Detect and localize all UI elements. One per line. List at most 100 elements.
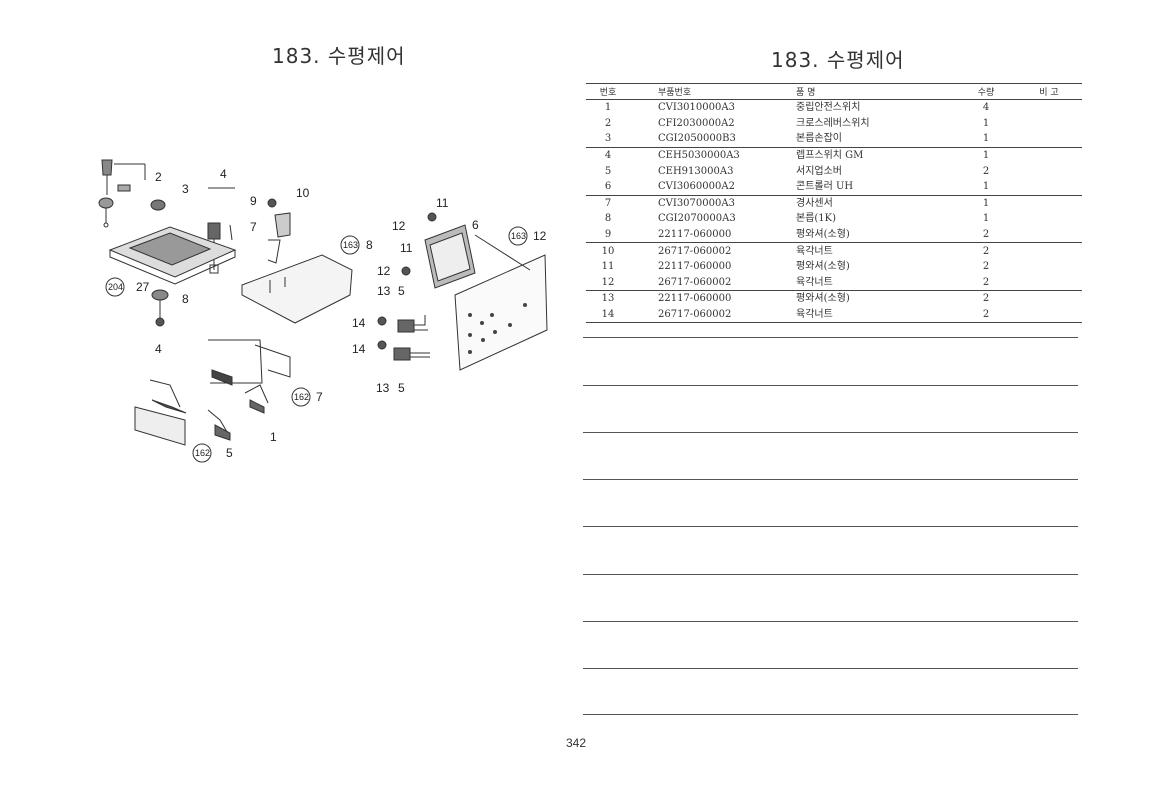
- callout-label: 4: [155, 342, 162, 356]
- header-part-number: 부품번호: [630, 83, 786, 100]
- blank-row-rule: [583, 714, 1078, 715]
- row-part-name: 평와셔(소형): [796, 293, 850, 305]
- row-quantity: 1: [982, 117, 990, 129]
- row-part-number: CEH5030000A3: [658, 150, 740, 162]
- callout-label: 1: [270, 430, 277, 444]
- callout-label: 9: [250, 194, 257, 208]
- callout-label: 11: [436, 196, 449, 210]
- row-part-number: 22117-060000: [658, 261, 732, 273]
- callout-label: 2: [155, 170, 162, 184]
- row-number: 12: [586, 274, 630, 292]
- row-number: 10: [601, 245, 615, 257]
- row-remark: [1016, 211, 1082, 227]
- blank-row-rule: [583, 432, 1078, 433]
- row-part-number: 22117-060000: [630, 226, 786, 244]
- row-part-name: 육각너트: [786, 274, 956, 292]
- row-part-number: CVI3010000A3: [658, 102, 735, 114]
- row-remark: [1016, 259, 1082, 275]
- row-quantity: 1: [982, 197, 990, 209]
- row-part-number: 26717-060002: [658, 245, 732, 257]
- header-quantity: 수량: [956, 83, 1016, 100]
- callout-label: 12: [533, 229, 547, 243]
- row-quantity: 1: [982, 213, 990, 225]
- row-quantity: 4: [982, 102, 990, 114]
- row-part-number: CEH913000A3: [658, 165, 734, 177]
- row-part-name: 중립안전스위치: [796, 102, 861, 114]
- row-part-name: 육각너트: [786, 306, 956, 324]
- row-remark: [1016, 100, 1082, 116]
- callout-label: 5: [398, 284, 405, 298]
- callout-label: 13: [376, 381, 390, 395]
- row-number: 5: [604, 165, 612, 177]
- row-remark: [1016, 163, 1082, 179]
- header-remarks: 비 고: [1016, 83, 1082, 100]
- row-remark: [1016, 147, 1082, 163]
- row-remark: [1016, 243, 1082, 259]
- row-part-name: 본릅손잡이: [786, 131, 956, 148]
- row-number: 14: [586, 306, 630, 324]
- row-quantity: 2: [982, 245, 990, 257]
- right-page-title: 183. 수평제어: [771, 48, 905, 72]
- row-number: 6: [586, 178, 630, 196]
- row-remark: [1016, 116, 1082, 132]
- callout-label: 27: [136, 280, 150, 294]
- row-number: 13: [601, 293, 615, 305]
- row-number: 4: [604, 150, 612, 162]
- page-number: 342: [566, 736, 587, 750]
- callout-label: 4: [220, 167, 227, 181]
- circled-reference: 163: [343, 240, 358, 250]
- callout-label: 5: [226, 446, 233, 460]
- table-row: 11 22117-060000 평와셔(소형) 2: [586, 259, 1082, 275]
- left-page-title: 183. 수평제어: [272, 44, 406, 68]
- row-remark: [1016, 291, 1082, 307]
- table-row: 10 26717-060002 육각너트 2: [586, 243, 1082, 259]
- row-number: 7: [604, 197, 612, 209]
- row-part-number: 26717-060002: [630, 306, 786, 324]
- row-part-name: 평와셔(소형): [796, 261, 850, 273]
- callout-label: 14: [352, 316, 366, 330]
- row-remark: [1016, 226, 1082, 244]
- row-part-name: 렙프스위치 GM: [796, 150, 864, 162]
- callout-label: 10: [296, 186, 310, 200]
- callout-label: 8: [366, 238, 373, 252]
- callout-label: 3: [182, 182, 189, 196]
- row-remark: [1016, 131, 1082, 148]
- blank-row-rule: [583, 621, 1078, 622]
- row-number: 8: [604, 213, 612, 225]
- row-part-name: 크로스레버스위치: [796, 117, 870, 129]
- row-remark: [1016, 195, 1082, 211]
- row-quantity: 2: [956, 226, 1016, 244]
- exploded-parts-diagram: 2 3 4 9 10 7 11 12 6 163 8 163 12 11 12 …: [98, 159, 548, 463]
- blank-row-rule: [583, 668, 1078, 669]
- row-part-name: 육각너트: [796, 245, 833, 257]
- circled-reference: 162: [294, 392, 309, 402]
- row-quantity: 2: [982, 261, 990, 273]
- callout-label: 13: [377, 284, 391, 298]
- row-quantity: 2: [956, 274, 1016, 292]
- row-part-name: 경사센서: [796, 197, 833, 209]
- callout-label: 12: [392, 219, 406, 233]
- circled-reference: 163: [511, 231, 526, 241]
- row-quantity: 1: [982, 150, 990, 162]
- blank-row-rule: [583, 479, 1078, 480]
- table-row: 4 CEH5030000A3 렙프스위치 GM 1: [586, 147, 1082, 163]
- header-number: 번호: [586, 83, 630, 100]
- row-quantity: 1: [956, 131, 1016, 148]
- row-part-name: 콘트롤러 UH: [786, 178, 956, 196]
- parts-list-table: 번호 부품번호 품 명 수량 비 고 1 CVI3010000A3 중립안전스위치 4…: [586, 83, 1082, 324]
- row-number: 11: [601, 261, 615, 273]
- row-quantity: 2: [982, 293, 990, 305]
- header-part-name: 품 명: [786, 83, 956, 100]
- callout-label: 6: [472, 218, 479, 232]
- table-header-row: 번호 부품번호 품 명 수량 비 고: [586, 83, 1082, 100]
- row-remark: [1016, 306, 1082, 324]
- row-part-name: 평와셔(소형): [786, 226, 956, 244]
